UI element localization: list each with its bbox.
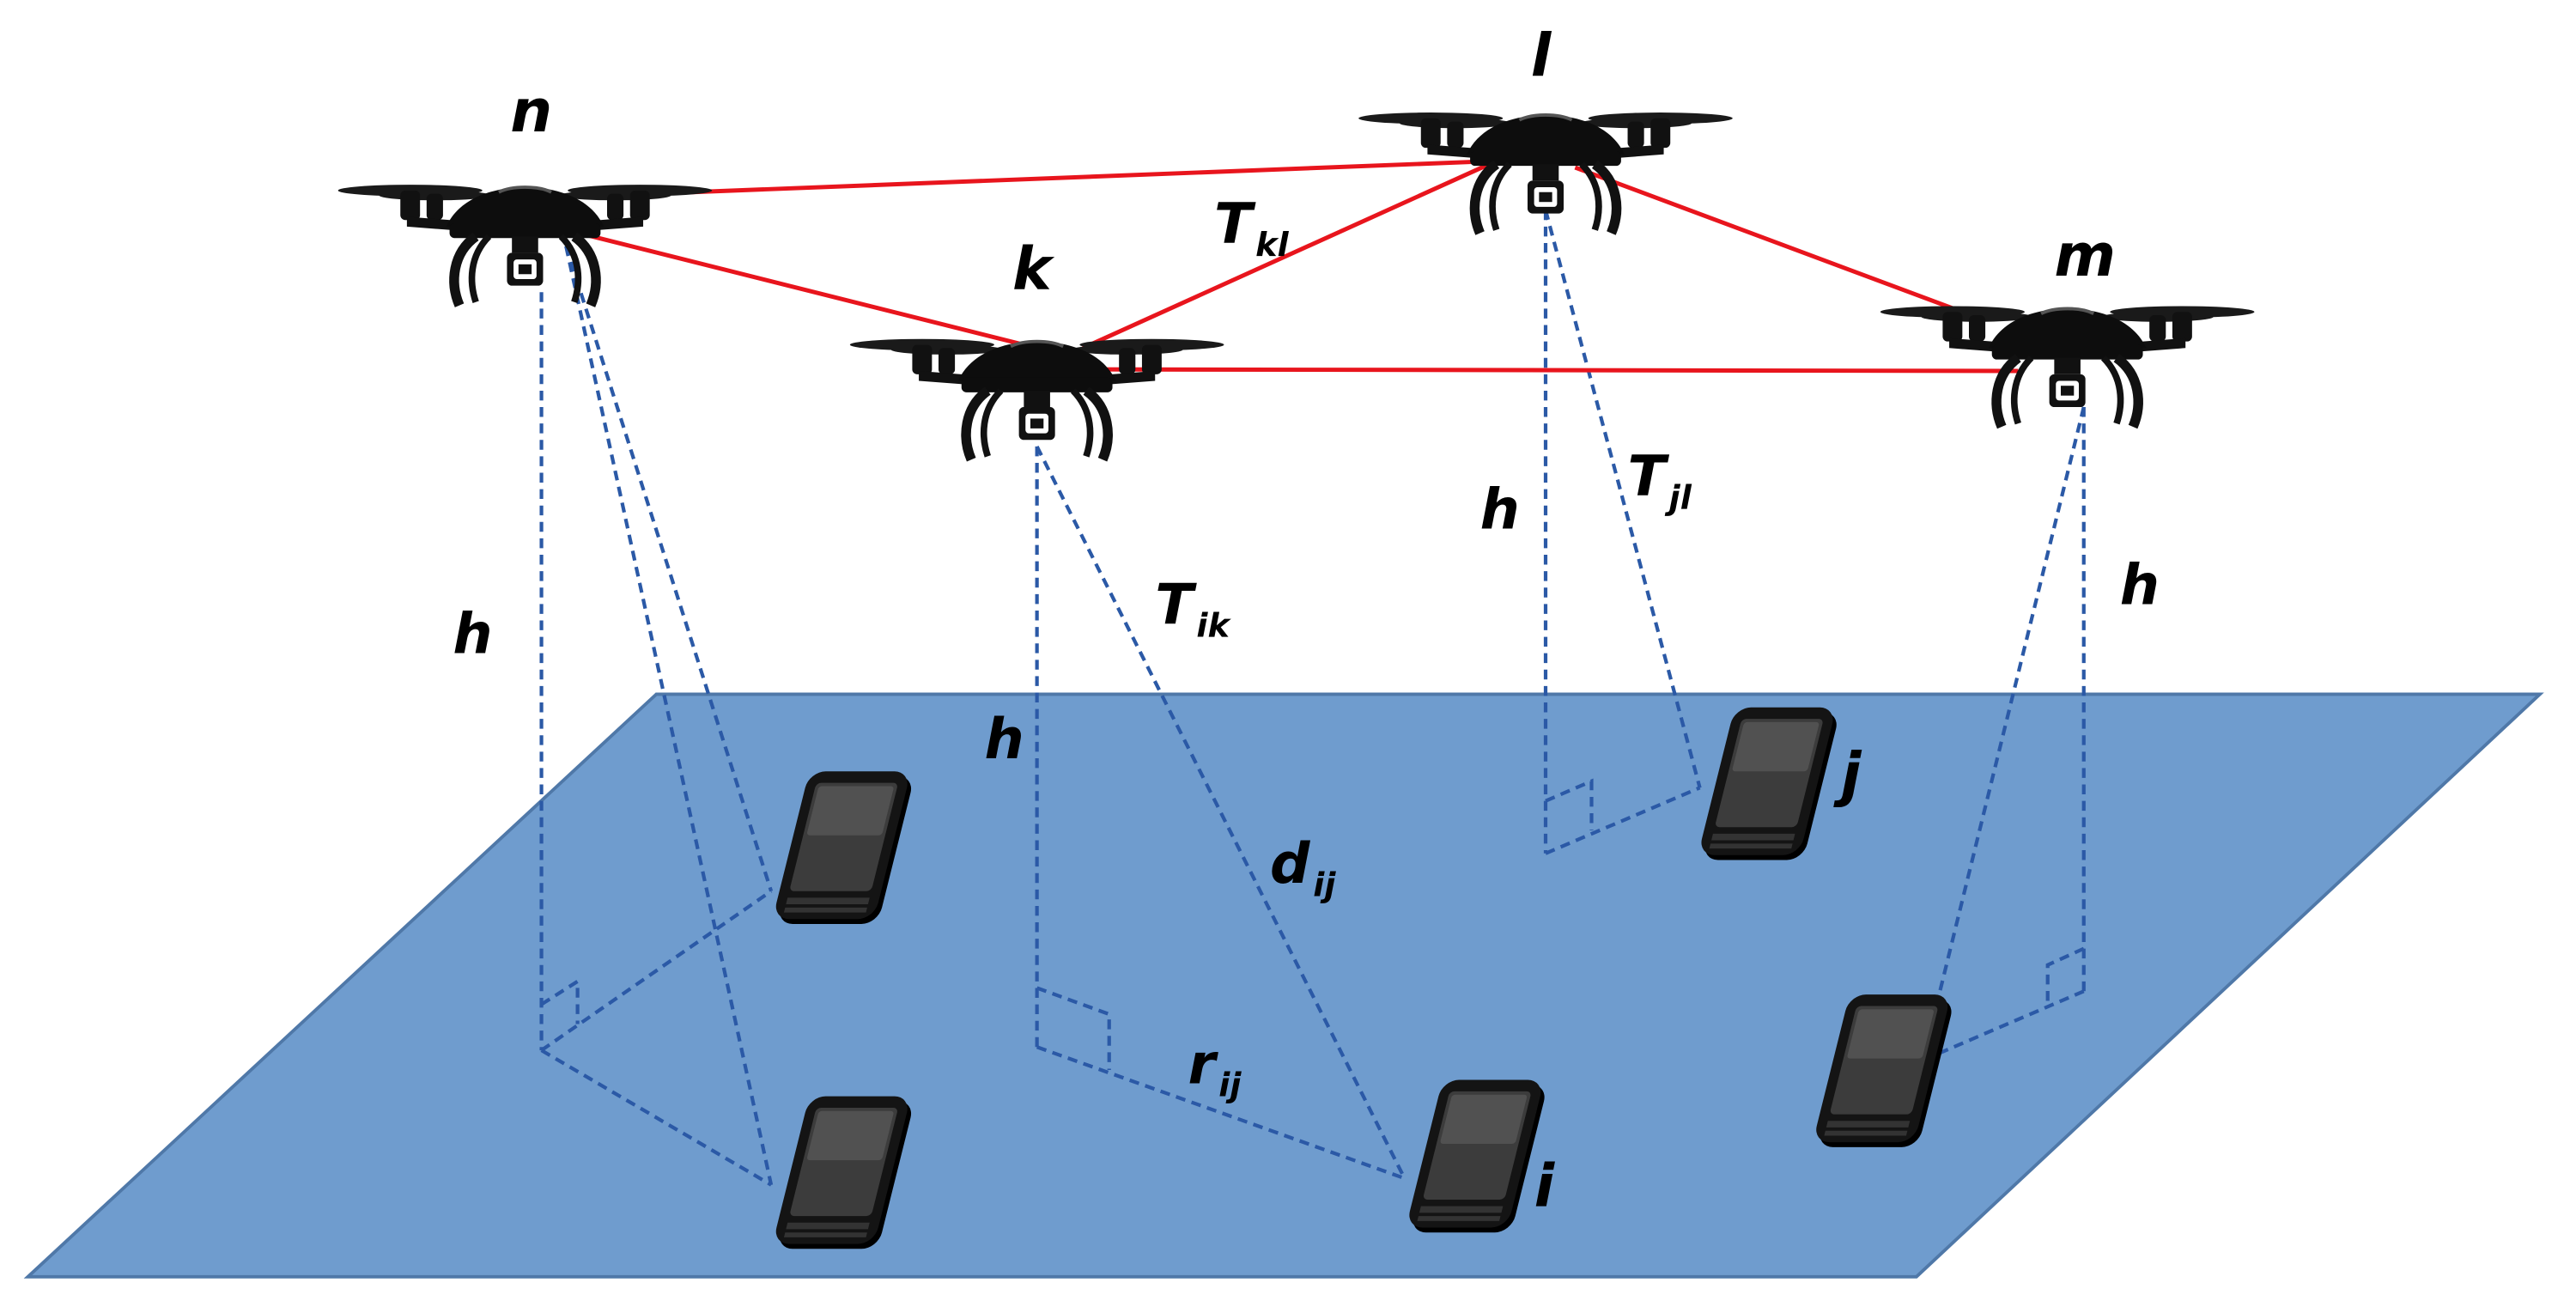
label-h-l: h — [1480, 477, 1520, 542]
label-user-i: i — [1534, 1152, 1556, 1221]
drone-k-icon — [850, 339, 1224, 459]
label-h-n: h — [453, 603, 492, 667]
label-uav-l: l — [1531, 21, 1552, 90]
uav-link-lines — [565, 158, 2019, 374]
ground-plane — [23, 692, 2544, 1279]
label-uav-k: k — [1012, 234, 1055, 303]
label-h-m: h — [2120, 553, 2160, 617]
label-uav-n: n — [510, 77, 552, 146]
label-h-k: h — [984, 708, 1024, 772]
drone-n-icon — [338, 185, 713, 305]
drone-m-icon — [1880, 307, 2255, 427]
label-uav-m: m — [2054, 222, 2116, 290]
